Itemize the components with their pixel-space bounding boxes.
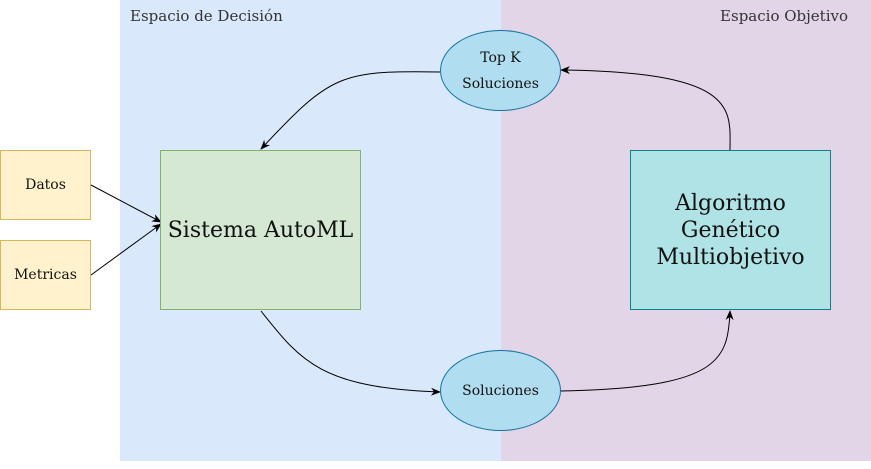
algoritmo-label-line1: Algoritmo [675, 190, 786, 216]
algoritmo-label-line2: Genético [680, 217, 781, 243]
metricas-node: Metricas [0, 240, 91, 310]
top-k-solutions-node: Top K Soluciones [440, 30, 561, 111]
genetic-algorithm-node: Algoritmo Genético Multiobjetivo [630, 150, 831, 310]
arrow-datos-to-automl [90, 184, 162, 223]
arrow-algoritmo-to-topk [560, 66, 731, 151]
datos-label: Datos [25, 177, 66, 193]
datos-node: Datos [0, 150, 91, 220]
arrow-topk-to-automl [260, 71, 441, 150]
soluciones-label: Soluciones [462, 382, 539, 399]
algoritmo-label-line3: Multiobjetivo [656, 244, 805, 270]
metricas-label: Metricas [14, 267, 77, 283]
arrow-automl-to-soluciones [260, 310, 441, 396]
decision-space-label: Espacio de Decisión [130, 7, 283, 25]
arrow-soluciones-to-algoritmo [560, 310, 734, 392]
topk-label-line2: Soluciones [462, 75, 539, 92]
topk-label-line1: Top K [480, 49, 521, 66]
objective-space-label: Espacio Objetivo [720, 7, 848, 25]
arrow-metricas-to-automl [90, 223, 162, 276]
automl-system-node: Sistema AutoML [160, 150, 361, 310]
solutions-node: Soluciones [440, 350, 561, 431]
automl-label: Sistema AutoML [167, 217, 354, 243]
